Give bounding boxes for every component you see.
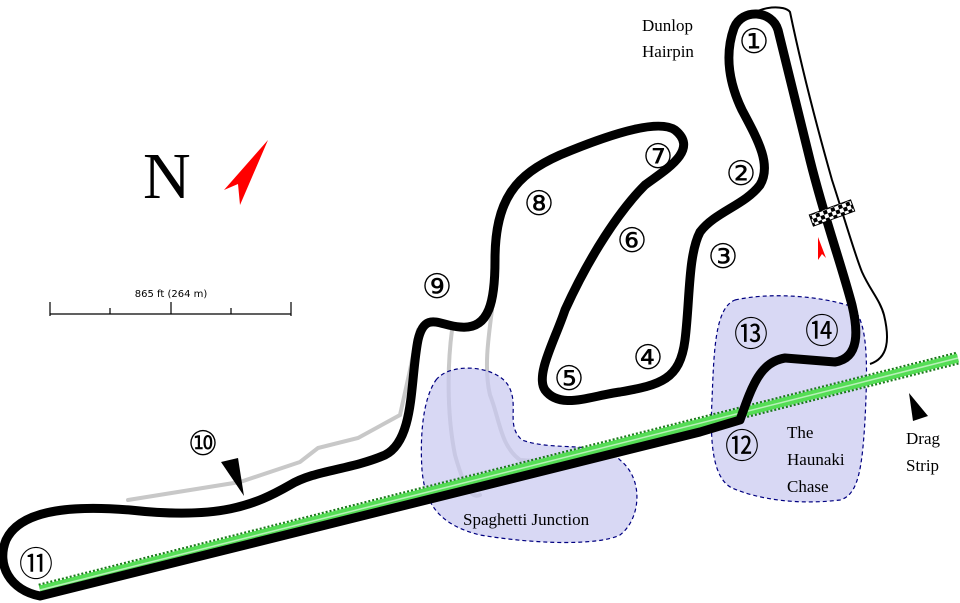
svg-text:Drag Strip: Drag Strip [906, 429, 944, 475]
scale-bar [49, 302, 292, 316]
svg-text:The Haunaki Chase: The Haunaki Chase [787, 423, 849, 496]
dunlop-label-line1: Dunlop [642, 16, 693, 35]
north-arrow-icon [224, 140, 268, 205]
turn-12: ⑫ [725, 427, 759, 467]
turn-2: ② [726, 154, 756, 194]
turn-8: ⑧ [524, 184, 554, 224]
scale-bar-label: 865 ft (264 m) [135, 289, 208, 300]
turn-13: ⑬ [734, 315, 768, 355]
haunaki-label-line2: Haunaki [787, 450, 845, 469]
turn-markers: ① ② ③ ④ ⑤ ⑥ ⑦ ⑧ ⑨ ⑩ ⑪ ⑫ ⑬ ⑭ [19, 22, 839, 585]
haunaki-label-line3: Chase [787, 477, 829, 496]
drag-strip-label-line1: Drag [906, 429, 940, 448]
turn-14: ⑭ [805, 312, 839, 352]
pit-lane [747, 6, 888, 365]
start-finish-line [808, 199, 856, 227]
svg-text:Dunlop Hairpin: Dunlop Hairpin [642, 16, 697, 61]
turn-9: ⑨ [422, 267, 452, 307]
drag-strip-label-line2: Strip [906, 456, 939, 475]
turn-7: ⑦ [643, 137, 673, 177]
haunaki-label-line1: The [787, 423, 813, 442]
turn-3: ③ [708, 237, 738, 277]
turn-11: ⑪ [19, 545, 53, 585]
turn-4: ④ [633, 338, 663, 378]
dunlop-label-line2: Hairpin [642, 42, 694, 61]
spaghetti-junction-label: Spaghetti Junction [463, 510, 590, 529]
main-track [0, 9, 861, 601]
drag-strip-pointer-icon [909, 393, 928, 421]
turn-6: ⑥ [617, 221, 647, 261]
drag-strip [38, 351, 960, 597]
spaghetti-junction-zone [420, 367, 638, 544]
turn-10: ⑩ [188, 424, 218, 464]
compass-letter: N [143, 140, 191, 213]
old-track-west [126, 328, 420, 502]
turn-5: ⑤ [554, 359, 584, 399]
turn-1: ① [739, 22, 769, 62]
start-direction-arrow [818, 237, 826, 260]
turn-10-pointer-icon [221, 458, 244, 496]
